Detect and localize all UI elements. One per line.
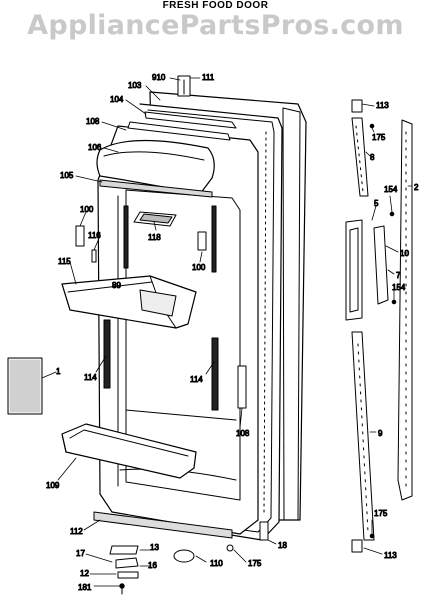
callout-105: 105 [60, 171, 74, 180]
top-hinge-bracket [177, 75, 191, 97]
callout-108-lower: 108 [236, 429, 250, 438]
handle-7 [373, 225, 389, 305]
top-trim-parts [127, 111, 237, 141]
callout-113-bottom: 113 [384, 551, 397, 560]
callout-910: 910 [152, 73, 166, 82]
callout-108-top: 108 [86, 117, 100, 126]
shelf-trim [99, 179, 213, 198]
callout-112: 112 [70, 527, 83, 536]
callout-154-top: 154 [384, 185, 398, 194]
part-110 [173, 549, 195, 563]
callout-89: 89 [112, 281, 121, 290]
callout-118: 118 [148, 233, 161, 242]
callout-7: 7 [396, 271, 401, 280]
screw-175 [226, 544, 234, 552]
callout-110: 110 [210, 559, 223, 568]
callout-109: 109 [46, 481, 60, 490]
diagram-title: FRESH FOOD DOOR [162, 0, 269, 11]
door-bin [61, 275, 197, 329]
small-tray [133, 211, 177, 227]
callout-100-left: 100 [80, 205, 94, 214]
handle-trim-8 [351, 117, 369, 197]
callout-111: 111 [202, 73, 215, 82]
callout-181: 181 [78, 583, 92, 592]
watermark: AppliancePartsPros.com [27, 10, 404, 41]
callout-115: 115 [58, 257, 71, 266]
callout-114-right: 114 [190, 375, 203, 384]
callout-116: 116 [88, 231, 101, 240]
callout-100-right: 100 [192, 263, 206, 272]
part-18 [259, 521, 269, 541]
bottom-bin [61, 423, 197, 479]
callout-18: 18 [278, 541, 287, 550]
callout-13: 13 [150, 543, 159, 552]
shelf-supports [75, 225, 207, 251]
door-trim-2 [397, 119, 413, 501]
lower-clip [237, 365, 247, 409]
callout-106: 106 [88, 143, 102, 152]
bottom-hinge-parts [109, 545, 139, 595]
callout-16: 16 [148, 561, 157, 570]
handle-5 [345, 219, 363, 321]
callout-1: 1 [56, 367, 61, 376]
cap-113-bottom [351, 539, 363, 553]
callout-9: 9 [378, 429, 383, 438]
leader-lines [41, 77, 413, 587]
callout-114-left: 114 [84, 373, 97, 382]
trim-9 [351, 331, 375, 541]
cap-113-top [351, 99, 363, 113]
bottom-trim [93, 511, 233, 539]
callout-175-right: 175 [374, 509, 388, 518]
callout-103: 103 [128, 81, 142, 90]
liner-side-rails [103, 205, 219, 411]
callout-8: 8 [370, 153, 375, 162]
instruction-card [7, 357, 43, 415]
callout-175-bottom: 175 [248, 559, 262, 568]
callout-154-bottom: 154 [392, 283, 406, 292]
callout-104: 104 [110, 95, 124, 104]
part-116-pin [91, 249, 97, 263]
callout-17: 17 [76, 549, 85, 558]
callout-2: 2 [414, 183, 419, 192]
callout-175-top: 175 [372, 133, 386, 142]
callout-12: 12 [80, 569, 89, 578]
callout-10: 10 [400, 249, 409, 258]
callout-5: 5 [374, 199, 379, 208]
callout-113-top: 113 [376, 101, 389, 110]
